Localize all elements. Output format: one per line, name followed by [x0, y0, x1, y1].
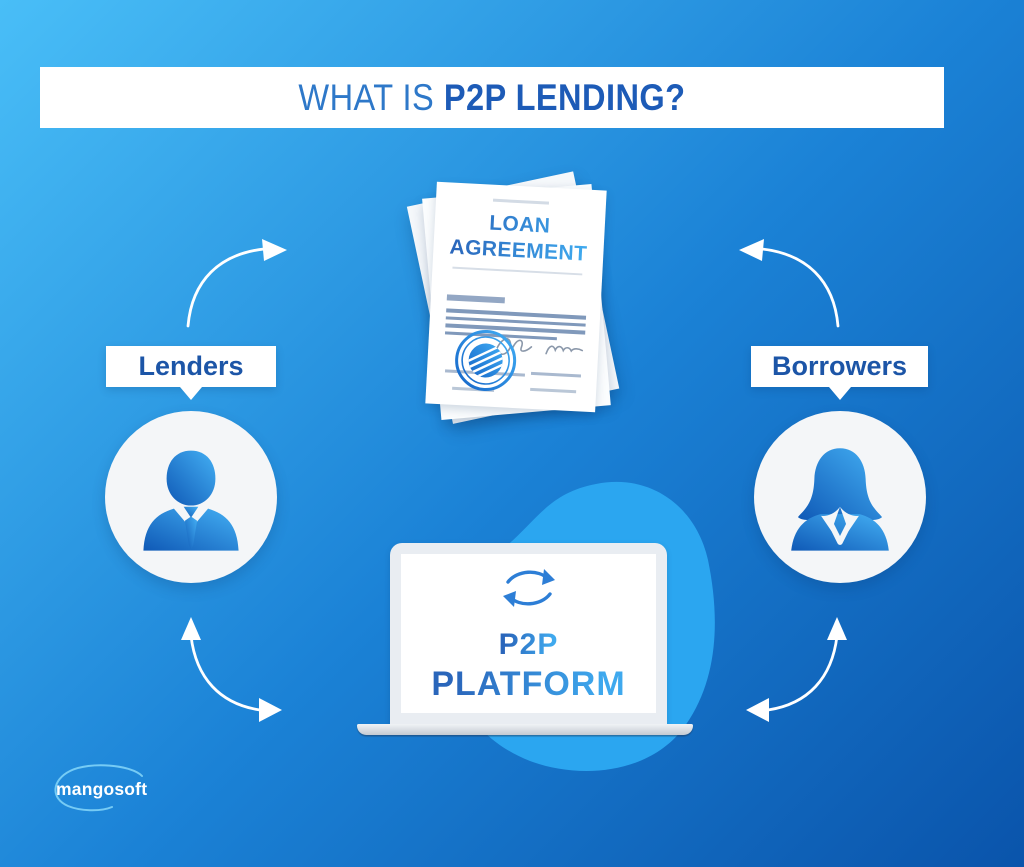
arrow-borrowers-to-agreement-icon [739, 239, 840, 328]
brand-logo-text: mangosoft [56, 779, 148, 799]
lenders-avatar [105, 411, 277, 583]
document-text-line [530, 387, 577, 393]
female-person-icon [791, 448, 889, 551]
platform-title-line2: PLATFORM [431, 665, 626, 703]
document-title: LOAN AGREEMENT [433, 208, 605, 268]
laptop-screen-content: P2P PLATFORM [401, 554, 656, 713]
page-title-bold: P2P LENDING? [443, 76, 686, 118]
lenders-label-text: Lenders [138, 351, 244, 381]
platform-title-line1: P2P [498, 628, 559, 661]
loan-agreement-document: LOAN AGREEMENT [425, 181, 607, 413]
arrow-lenders-to-agreement-icon [186, 239, 287, 328]
signature-line [530, 371, 582, 378]
arrow-lenders-platform-exchange-icon [181, 617, 282, 722]
male-person-icon [143, 450, 239, 551]
lenders-label: Lenders [106, 346, 276, 387]
borrowers-label-text: Borrowers [771, 351, 908, 381]
laptop: P2P PLATFORM [390, 543, 667, 725]
document-text-line [446, 294, 505, 304]
page-title-regular: WHAT IS [298, 76, 435, 118]
brand-logo-swoosh-icon [54, 764, 143, 812]
document-text-line [492, 198, 550, 205]
brand-logo: mangosoft [46, 762, 158, 816]
laptop-base [357, 724, 693, 735]
borrowers-avatar [754, 411, 926, 583]
arrow-borrowers-platform-exchange-icon [746, 617, 847, 722]
stamp-icon [455, 329, 517, 391]
borrowers-label: Borrowers [751, 346, 928, 387]
document-divider [452, 266, 583, 276]
refresh-sync-icon [502, 569, 555, 607]
